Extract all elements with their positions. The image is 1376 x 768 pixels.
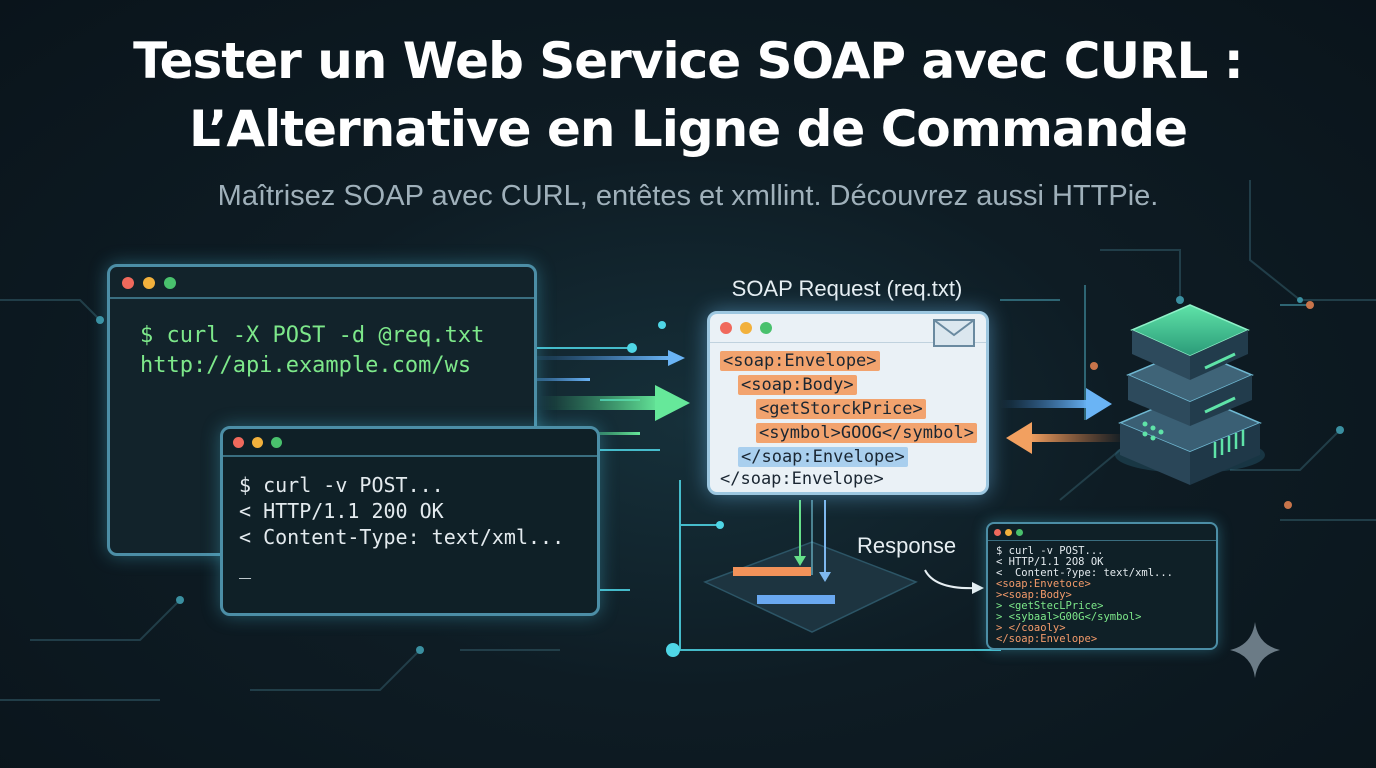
- close-dot[interactable]: [233, 437, 244, 448]
- soap-method-tag: <getStorckPrice>: [756, 399, 926, 419]
- terminal-url-line: http://api.example.com/ws: [140, 353, 472, 378]
- maximize-dot[interactable]: [164, 277, 176, 289]
- minimize-dot[interactable]: [252, 437, 263, 448]
- soap-envelope-close: </soap:Envelope>: [720, 469, 884, 489]
- page-title-line-2: L’Alternative en Ligne de Commande: [189, 100, 1188, 158]
- server-arrows: [1000, 388, 1125, 454]
- minimize-dot[interactable]: [740, 322, 752, 334]
- server-icon: [1115, 304, 1265, 485]
- soap-body-close: </soap:Envelope>: [738, 447, 908, 467]
- close-dot[interactable]: [994, 529, 1001, 536]
- soap-request-window: <soap:Envelope> <soap:Body> <getStorckPr…: [707, 311, 989, 495]
- response-line: ><soap:Body>: [996, 589, 1072, 601]
- document-stack-icon: [703, 500, 918, 633]
- verbose-status-line: < HTTP/1.1 200 OK: [239, 499, 444, 523]
- terminal-command-line: $ curl -X POST -d @req.txt: [140, 323, 485, 348]
- sparkle-icon: [1230, 622, 1280, 678]
- minimize-dot[interactable]: [1005, 529, 1012, 536]
- response-arrow: [924, 569, 979, 590]
- response-line: </soap:Envelope>: [996, 633, 1098, 645]
- soap-request-label: SOAP Request (req.txt): [731, 276, 963, 301]
- verbose-terminal-window: $ curl -v POST... < HTTP/1.1 200 OK < Co…: [220, 426, 600, 616]
- minimize-dot[interactable]: [143, 277, 155, 289]
- window-titlebar: [110, 267, 534, 299]
- verbose-command-line: $ curl -v POST...: [239, 473, 444, 497]
- page-title-line-1: Tester un Web Service SOAP avec CURL :: [133, 32, 1244, 90]
- close-dot[interactable]: [720, 322, 732, 334]
- response-line: > <sybaal>G00G</symbol>: [996, 611, 1142, 623]
- response-line: < Content-?ype: text/xml...: [996, 567, 1174, 579]
- window-titlebar: [988, 524, 1216, 541]
- page-subtitle: Maîtrisez SOAP avec CURL, entêtes et xml…: [217, 180, 1159, 212]
- response-terminal-window: $ curl -v POST... < HTTP/1.1 2O8 OK < Co…: [986, 522, 1218, 650]
- response-line: > </coaoly>: [996, 622, 1066, 634]
- response-line: > <getStecLPrice>: [996, 600, 1104, 612]
- maximize-dot[interactable]: [760, 322, 772, 334]
- maximize-dot[interactable]: [271, 437, 282, 448]
- envelope-icon: [933, 319, 975, 347]
- window-titlebar: [710, 314, 986, 347]
- window-titlebar: [223, 429, 597, 457]
- soap-symbol-tag: <symbol>GOOG</symbol>: [756, 423, 977, 443]
- response-line: < HTTP/1.1 2O8 OK: [996, 556, 1104, 568]
- response-line: $ curl -v POST...: [996, 545, 1104, 557]
- response-label: Response: [857, 533, 957, 558]
- soap-body-open: <soap:Body>: [738, 375, 857, 395]
- request-arrows: [500, 350, 690, 435]
- terminal-cursor: _: [239, 555, 252, 579]
- close-dot[interactable]: [122, 277, 134, 289]
- soap-envelope-open: <soap:Envelope>: [720, 351, 880, 371]
- maximize-dot[interactable]: [1016, 529, 1023, 536]
- response-line: <soap:Envetoce>: [996, 578, 1091, 590]
- verbose-header-line: < Content-Type: text/xml...: [239, 525, 565, 549]
